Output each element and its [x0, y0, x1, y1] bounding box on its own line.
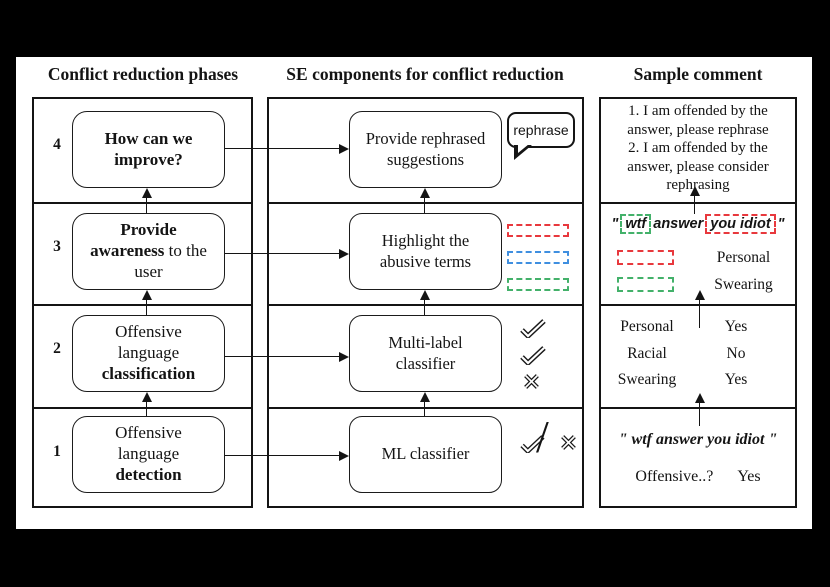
row-divider: [601, 304, 795, 306]
phase-number-2: 2: [53, 340, 61, 357]
row-divider: [34, 407, 251, 409]
classification-label: Racial: [627, 345, 667, 362]
up-arrow-icon: [141, 188, 152, 213]
cross-icon: [523, 373, 540, 395]
slash-icon: /: [536, 411, 549, 462]
classification-value: No: [726, 345, 746, 362]
row-divider: [601, 407, 795, 409]
detection-value: Yes: [737, 468, 761, 485]
phase-box-provide-awareness: Provide awareness to the user: [72, 213, 225, 290]
red-dashed-swatch: [507, 224, 569, 237]
cross-icon: [560, 434, 577, 456]
quote-mark: ": [777, 216, 785, 232]
legend-label-swearing: Swearing: [714, 276, 773, 293]
right-arrow-icon: [225, 143, 349, 154]
right-arrow-icon: [225, 450, 349, 461]
classification-value: Yes: [724, 318, 748, 335]
highlighted-comment: " wtf answer you idiot ": [601, 214, 795, 234]
comment-middle: answer: [653, 216, 704, 232]
feedback-line: rephrasing: [666, 177, 730, 193]
check-icon: [519, 319, 547, 343]
right-arrow-icon: [225, 351, 349, 362]
feedback-text: 1. I am offended by the answer, please r…: [601, 102, 795, 195]
detection-result: Offensive..? Yes: [601, 468, 795, 486]
phase-box-offensive-language-detection: Offensive language detection: [72, 416, 225, 493]
row-divider: [269, 304, 582, 306]
row-divider: [269, 407, 582, 409]
phase-number-4: 4: [53, 136, 61, 153]
up-arrow-icon: [689, 186, 700, 214]
phase-box-how-can-we-improve: How can we improve?: [72, 111, 225, 188]
up-arrow-icon: [694, 393, 705, 426]
phase-number-1: 1: [53, 443, 61, 460]
figure-panel: Conflict reduction phases SE components …: [16, 57, 812, 529]
phases-table: 4 3 2 1 How can we improve? Provide awar…: [32, 97, 253, 508]
up-arrow-icon: [694, 290, 705, 328]
component-box-highlight-terms: Highlight the abusive terms: [349, 213, 502, 290]
row-divider: [269, 202, 582, 204]
red-highlighted-term: you idiot: [705, 214, 776, 234]
green-dashed-swatch: [617, 277, 674, 292]
check-icon: [519, 435, 546, 458]
header-conflict-reduction-phases: Conflict reduction phases: [47, 64, 239, 84]
right-arrow-icon: [225, 248, 349, 259]
row-divider: [34, 202, 251, 204]
phase-box-offensive-language-classification: Offensive language classification: [72, 315, 225, 392]
header-se-components: SE components for conflict reduction: [286, 64, 564, 84]
components-table: Provide rephrased suggestions Highlight …: [267, 97, 584, 508]
raw-comment-quote: " wtf answer you idiot ": [618, 431, 778, 448]
detection-label: Offensive..?: [635, 468, 714, 485]
row-divider: [34, 304, 251, 306]
classification-value: Yes: [724, 371, 748, 388]
header-sample-comment: Sample comment: [633, 64, 763, 84]
quote-mark: ": [611, 216, 619, 232]
green-dashed-swatch: [507, 278, 569, 291]
check-icon: [519, 346, 547, 370]
up-arrow-icon: [419, 392, 430, 416]
up-arrow-icon: [419, 188, 430, 213]
up-arrow-icon: [141, 290, 152, 315]
component-box-ml-classifier: ML classifier: [349, 416, 502, 493]
classification-label: Swearing: [617, 371, 677, 388]
legend-label-personal: Personal: [716, 249, 771, 266]
sample-comment-table: 1. I am offended by the answer, please r…: [599, 97, 797, 508]
classification-label: Personal: [620, 318, 674, 335]
feedback-line: answer, please rephrase: [627, 121, 769, 138]
bubble-label: rephrase: [513, 122, 569, 138]
feedback-line: 2. I am offended by the: [628, 140, 768, 156]
red-dashed-swatch: [617, 250, 674, 265]
component-box-rephrase-suggestions: Provide rephrased suggestions: [349, 111, 502, 188]
row-divider: [601, 202, 795, 204]
speech-bubble-icon: rephrase: [507, 112, 575, 160]
up-arrow-icon: [419, 290, 430, 315]
feedback-line: answer, please consider: [627, 158, 769, 175]
component-box-multilabel-classifier: Multi-label classifier: [349, 315, 502, 392]
phase-number-3: 3: [53, 238, 61, 255]
feedback-line: 1. I am offended by the: [628, 103, 768, 119]
check-or-cross-group: /: [519, 414, 579, 470]
up-arrow-icon: [141, 392, 152, 416]
blue-dashed-swatch: [507, 251, 569, 264]
green-highlighted-term: wtf: [620, 214, 652, 234]
